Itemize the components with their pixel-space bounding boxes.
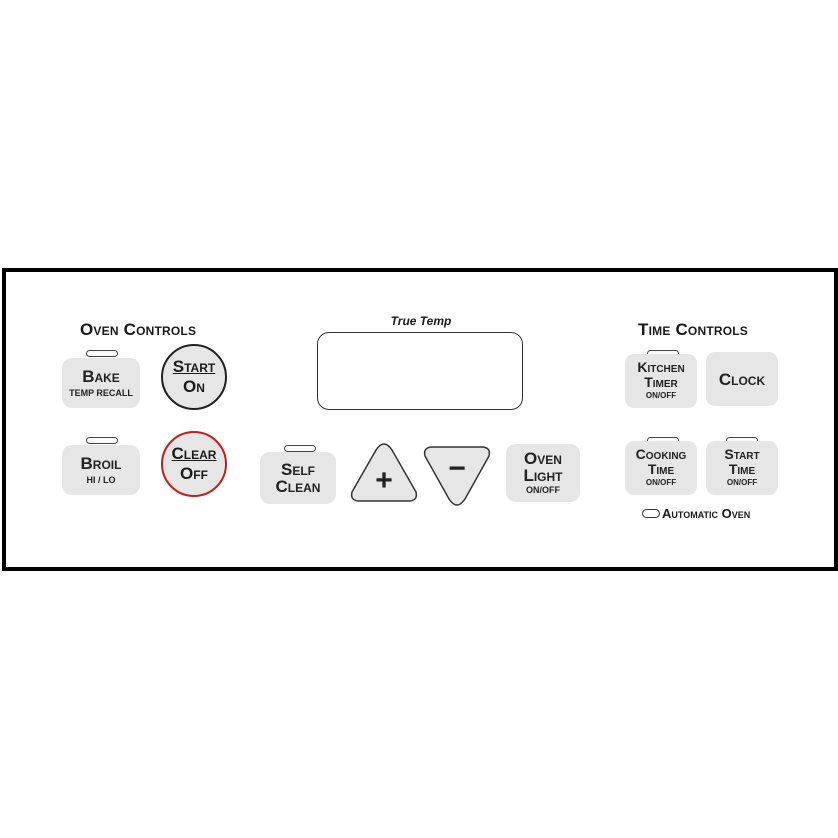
time-label: Time	[647, 461, 675, 477]
time-controls-title: Time Controls	[638, 320, 748, 339]
automatic-oven-label: Automatic Oven	[662, 506, 751, 521]
timer-label: Timer	[644, 374, 678, 390]
start-label: Start	[172, 357, 216, 376]
self-clean-indicator-light	[284, 445, 316, 452]
clean-label: Clean	[275, 477, 321, 496]
minus-button[interactable]: −	[421, 443, 493, 509]
minus-icon: −	[448, 452, 466, 485]
self-label: Self	[280, 460, 315, 479]
bake-label: Bake	[82, 366, 120, 386]
clear-off-button[interactable]: Clear Off	[161, 431, 227, 497]
start-time-button[interactable]: Start Time ON/OFF	[706, 441, 778, 495]
on-label: On	[183, 377, 205, 396]
kitchen-timer-sublabel: ON/OFF	[645, 391, 677, 400]
control-panel: Oven Controls Bake TEMP RECALL Start On …	[2, 268, 838, 571]
start-on-button[interactable]: Start On	[161, 344, 227, 410]
bake-sublabel: TEMP RECALL	[69, 387, 133, 398]
oven-light-button[interactable]: Oven Light ON/OFF	[506, 444, 580, 502]
plus-icon: +	[375, 464, 393, 497]
kitchen-timer-button[interactable]: Kitchen Timer ON/OFF	[625, 354, 697, 408]
plus-button[interactable]: +	[348, 440, 420, 506]
oven-light-sublabel: ON/OFF	[526, 485, 560, 495]
start-time-line1: Start	[724, 446, 760, 462]
broil-sublabel: HI / LO	[86, 474, 116, 485]
off-label: Off	[180, 464, 208, 483]
bake-indicator-light	[86, 350, 118, 357]
true-temp-label: True Temp	[390, 314, 452, 328]
broil-label: Broil	[80, 453, 122, 473]
oven-controls-title: Oven Controls	[80, 320, 197, 339]
broil-button[interactable]: Broil HI / LO	[62, 445, 140, 495]
cooking-time-button[interactable]: Cooking Time ON/OFF	[625, 441, 697, 495]
automatic-oven-indicator: Automatic Oven	[642, 506, 750, 521]
clear-label: Clear	[171, 444, 217, 463]
start-time-sublabel: ON/OFF	[726, 478, 758, 487]
clock-label: Clock	[718, 369, 766, 389]
temperature-display	[317, 332, 523, 410]
oven-label: Oven	[524, 449, 562, 468]
light-label: Light	[523, 466, 563, 485]
bake-button[interactable]: Bake TEMP RECALL	[62, 358, 140, 408]
broil-indicator-light	[86, 437, 118, 444]
start-time-line2: Time	[728, 461, 756, 477]
self-clean-button[interactable]: Self Clean	[260, 452, 336, 504]
automatic-oven-light	[642, 509, 660, 518]
cooking-time-sublabel: ON/OFF	[645, 478, 677, 487]
kitchen-label: Kitchen	[637, 359, 685, 375]
clock-button[interactable]: Clock	[706, 352, 778, 406]
cooking-label: Cooking	[635, 446, 687, 462]
